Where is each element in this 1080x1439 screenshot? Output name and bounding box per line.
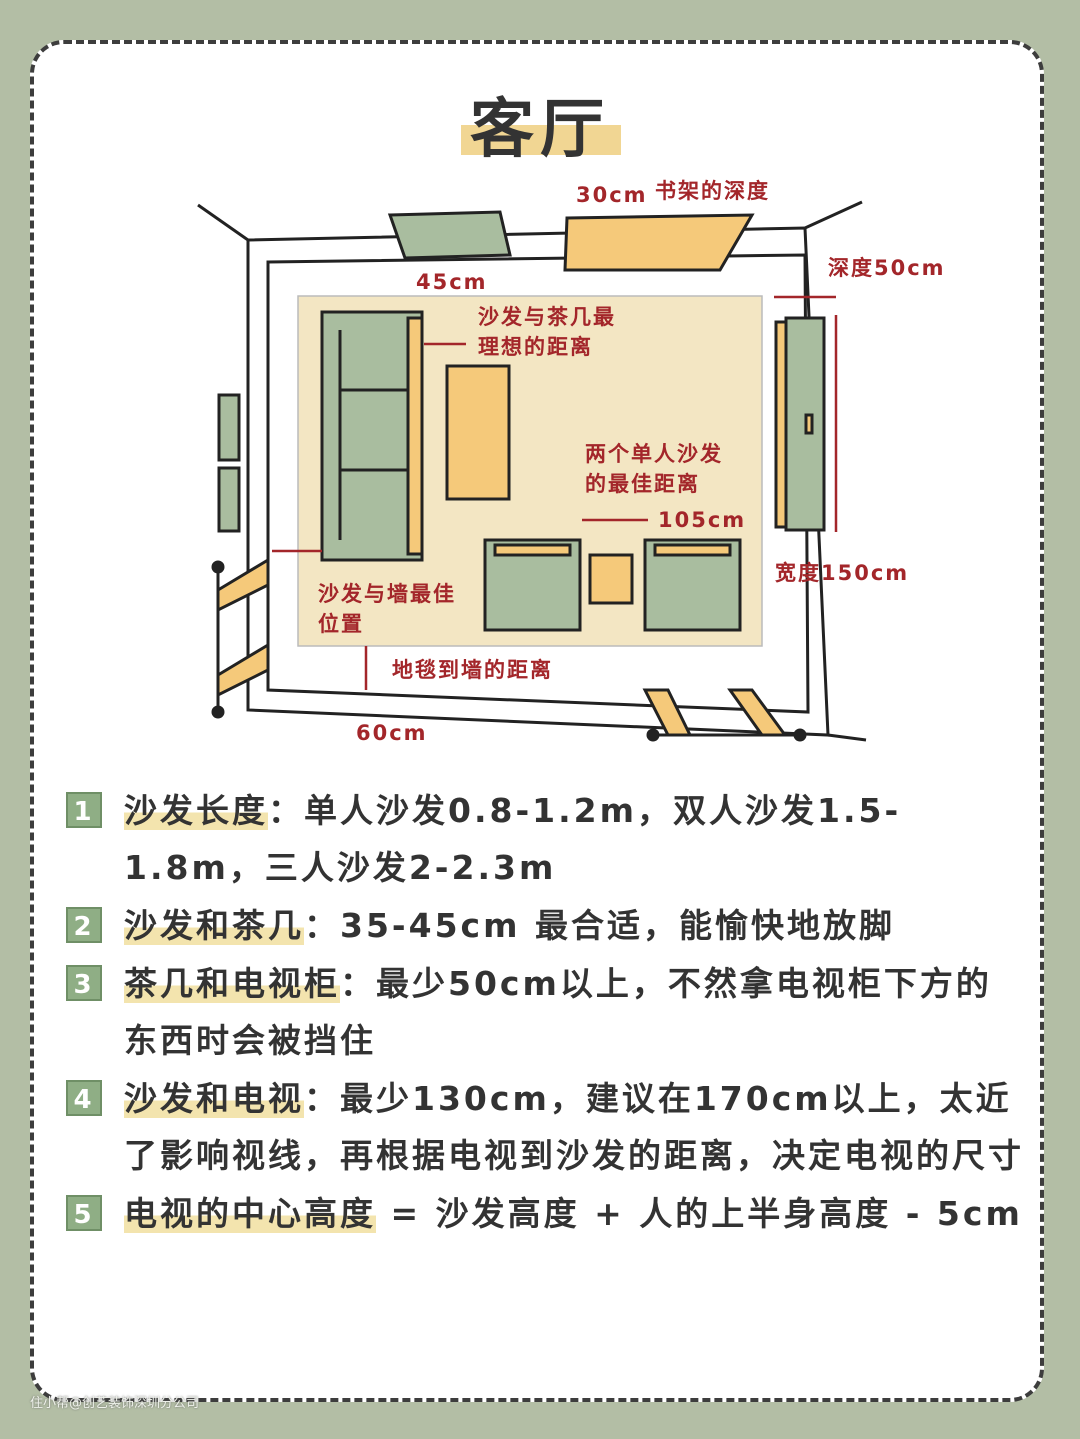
item-keyword: 茶几和电视柜 bbox=[124, 964, 340, 1003]
tv-cabinet bbox=[774, 316, 826, 532]
two-chairs-label: 的最佳距离 bbox=[585, 472, 700, 496]
item-text: ：35-45cm 最合适，能愉快地放脚 bbox=[304, 906, 895, 945]
title-text: 客厅 bbox=[470, 93, 610, 167]
door-bottom bbox=[642, 688, 788, 737]
bookshelf-depth-value: 30cm bbox=[576, 183, 648, 207]
item-text: ：单人沙发0.8-1.2m，双人沙发1.5-1.8m，三人沙发2-2.3m bbox=[124, 791, 902, 887]
two-chairs-distance: 105cm bbox=[658, 508, 746, 532]
door-left bbox=[216, 557, 270, 698]
item-keyword: 电视的中心高度 bbox=[124, 1194, 376, 1233]
tips-list: 1 沙发长度：单人沙发0.8-1.2m，双人沙发1.5-1.8m，三人沙发2-2.… bbox=[66, 782, 1026, 1243]
item-keyword: 沙发长度 bbox=[124, 791, 268, 830]
item-number: 4 bbox=[66, 1080, 102, 1116]
sofa-table-distance: 45cm bbox=[416, 270, 488, 294]
wall-art bbox=[217, 393, 241, 462]
bookshelf-depth-label: 书架的深度 bbox=[655, 179, 770, 203]
tv-width-label: 宽度150cm bbox=[775, 561, 909, 585]
item-number: 2 bbox=[66, 907, 102, 943]
wall-art bbox=[217, 466, 241, 533]
title-highlight bbox=[461, 125, 621, 155]
sofa-table-label: 沙发与茶几最 bbox=[478, 305, 616, 329]
item-text: ：最少130cm，建议在170cm以上，太近了影响视线，再根据电视到沙发的距离，… bbox=[124, 1079, 1024, 1175]
armchair-left bbox=[483, 538, 582, 632]
rug-wall-label: 地毯到墙的距离 bbox=[392, 658, 553, 682]
list-item: 3 茶几和电视柜：最少50cm以上，不然拿电视柜下方的东西时会被挡住 bbox=[66, 955, 1026, 1069]
item-text: ：最少50cm以上，不然拿电视柜下方的东西时会被挡住 bbox=[124, 964, 992, 1060]
item-number: 1 bbox=[66, 792, 102, 828]
tv-depth-label: 深度50cm bbox=[828, 256, 946, 280]
list-item: 5 电视的中心高度 = 沙发高度 + 人的上半身高度 - 5cm bbox=[66, 1185, 1026, 1242]
watermark: 住小帮@创艺装饰深圳分公司 bbox=[30, 1396, 200, 1411]
item-number: 5 bbox=[66, 1195, 102, 1231]
armchair-right bbox=[643, 538, 742, 632]
living-room-diagram: 30cm 书架的深度 深度50cm 45cm 沙发与茶几最 理想的距离 两个单人… bbox=[197, 179, 946, 745]
list-item: 2 沙发和茶几：35-45cm 最合适，能愉快地放脚 bbox=[66, 897, 1026, 954]
list-item: 1 沙发长度：单人沙发0.8-1.2m，双人沙发1.5-1.8m，三人沙发2-2.… bbox=[66, 782, 1026, 896]
item-keyword: 沙发和电视 bbox=[124, 1079, 304, 1118]
bookshelf bbox=[563, 213, 755, 272]
sofa-wall-label: 沙发与墙最佳 bbox=[318, 582, 456, 606]
three-seat-sofa bbox=[320, 310, 424, 562]
sofa-table-label: 理想的距离 bbox=[478, 335, 593, 359]
window bbox=[387, 210, 512, 260]
list-item: 4 沙发和电视：最少130cm，建议在170cm以上，太近了影响视线，再根据电视到… bbox=[66, 1070, 1026, 1184]
item-text: = 沙发高度 + 人的上半身高度 - 5cm bbox=[376, 1194, 1023, 1233]
rug-wall-distance: 60cm bbox=[356, 721, 428, 745]
two-chairs-label: 两个单人沙发 bbox=[585, 442, 723, 466]
dimension-arrows bbox=[272, 295, 838, 690]
coffee-table bbox=[445, 364, 511, 501]
item-number: 3 bbox=[66, 965, 102, 1001]
page-title: 客厅 bbox=[0, 78, 1080, 170]
item-keyword: 沙发和茶几 bbox=[124, 906, 304, 945]
sofa-wall-label: 位置 bbox=[318, 612, 364, 636]
side-table bbox=[588, 553, 634, 605]
